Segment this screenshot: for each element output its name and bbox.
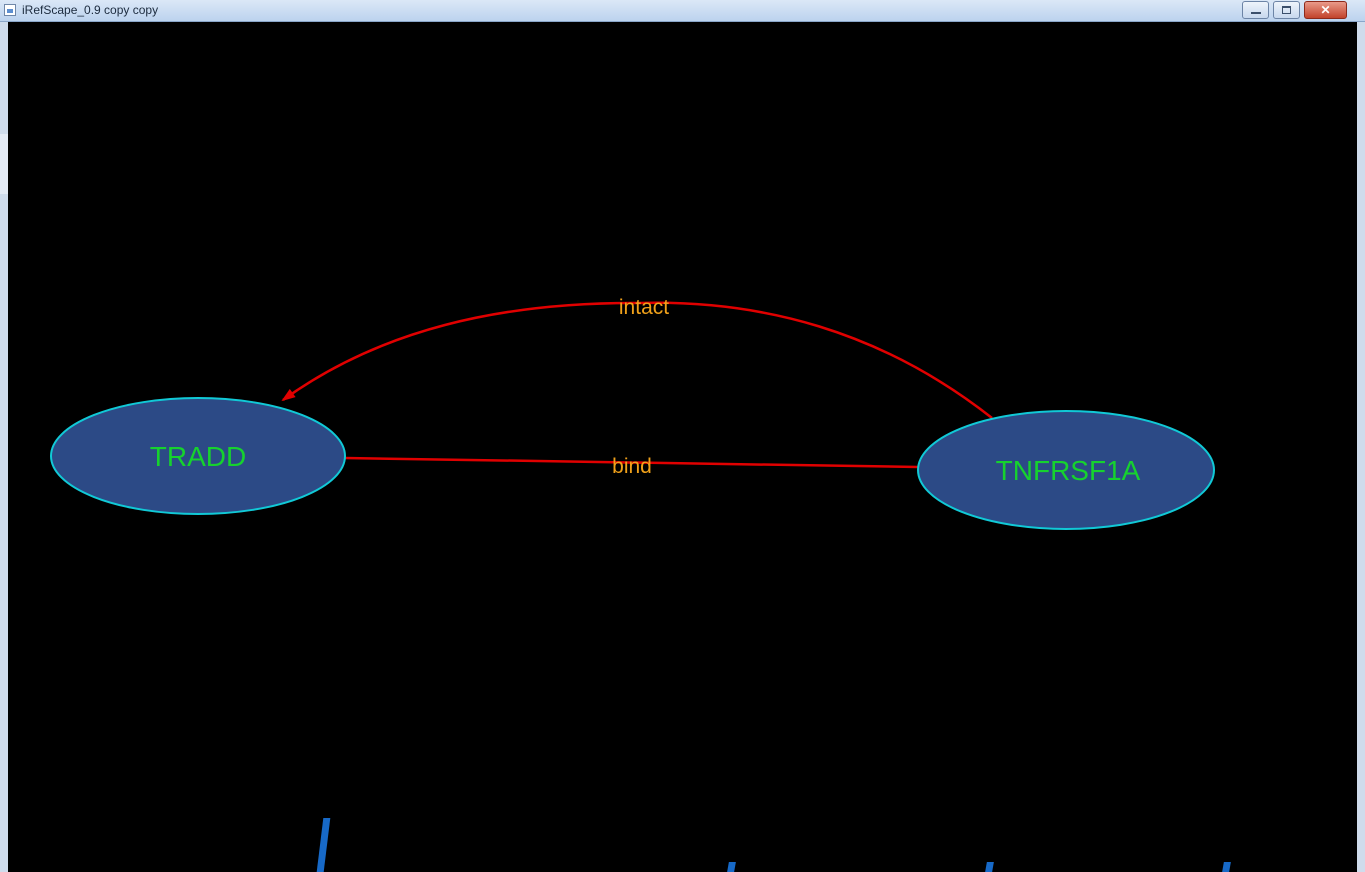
node-tnfrsf1a[interactable] xyxy=(917,410,1215,530)
annotation-type: type xyxy=(691,803,761,844)
edge-bind[interactable] xyxy=(344,456,919,469)
left-window-frame xyxy=(0,22,8,872)
annotation-irefweb: iRefWeb xyxy=(1126,803,1268,844)
close-button[interactable]: ✕ xyxy=(1304,1,1347,19)
node-tradd[interactable] xyxy=(50,397,346,515)
restore-icon xyxy=(1282,6,1291,14)
minimize-icon xyxy=(1251,12,1261,14)
node-label-tradd: TRADD xyxy=(150,441,246,472)
minimize-button[interactable] xyxy=(1242,1,1269,19)
app-icon xyxy=(4,4,16,16)
window-title: iRefScape_0.9 copy copy xyxy=(22,3,159,17)
edge-intact[interactable] xyxy=(281,301,993,419)
close-icon: ✕ xyxy=(1320,3,1331,17)
node-label-tnfrsf1a: TNFRSF1A xyxy=(996,455,1141,486)
annotation-source-database: source database xyxy=(67,773,341,814)
annotation-method: method xyxy=(446,821,570,862)
title-bar: iRefScape_0.9 copy copy ✕ xyxy=(0,0,1365,22)
annotation-rigid: rigid xyxy=(947,803,1017,844)
edge-label-intact: intact xyxy=(619,296,669,319)
right-window-frame xyxy=(1357,22,1365,872)
edge-label-bind: bind xyxy=(612,455,652,478)
restore-button[interactable] xyxy=(1273,1,1300,19)
